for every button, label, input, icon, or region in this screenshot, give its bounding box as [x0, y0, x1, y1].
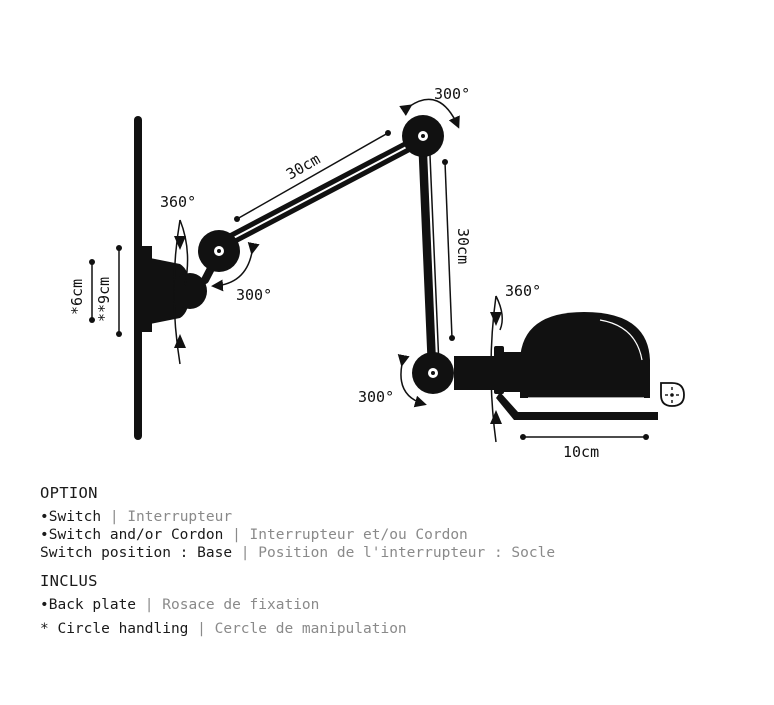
base-swivel-indicator: 360° [160, 193, 196, 365]
plate-dimensions: *6cm **9cm [68, 245, 122, 337]
separator: | [223, 527, 250, 543]
separator: | [101, 509, 128, 525]
swivel-shade-label: 360° [505, 282, 541, 300]
dimmable-bulb-icon [660, 382, 685, 407]
rot-bottom-label: 300° [358, 388, 394, 406]
swivel-base-label: 360° [160, 193, 196, 211]
arm-upper-label: 30cm [283, 150, 323, 184]
rot-base-joint-label: 300° [236, 286, 272, 304]
separator: | [188, 621, 215, 637]
inclus-heading: INCLUS [40, 572, 98, 590]
bullet: • [40, 509, 49, 525]
bullet: • [40, 597, 49, 613]
switch-position-fr: Position de l'interrupteur : Socle [258, 545, 556, 561]
plate-large-label: **9cm [95, 277, 113, 322]
lamp-diagram: *6cm **9cm 360° 30cm [68, 85, 685, 461]
arm-lower-label: 30cm [454, 228, 472, 264]
circle-handling-note: * Circle handling | Cercle de manipulati… [40, 620, 555, 638]
shade-width-label: 10cm [563, 443, 599, 461]
option-heading: OPTION [40, 484, 98, 502]
note-en: * Circle handling [40, 621, 189, 637]
wall-plate [134, 116, 207, 440]
option-item-fr: Interrupteur et/ou Cordon [249, 527, 468, 543]
plate-small-label: *6cm [68, 279, 86, 315]
specification-text: OPTION •Switch | Interrupteur •Switch an… [40, 484, 555, 638]
lamp-shade [454, 312, 658, 420]
option-item-en: Switch and/or Cordon [48, 527, 224, 543]
separator: | [136, 597, 163, 613]
option-item-switch-cordon: •Switch and/or Cordon | Interrupteur et/… [40, 526, 555, 544]
rot-top-label: 300° [434, 85, 470, 103]
bullet: • [40, 527, 49, 543]
inclus-item-fr: Rosace de fixation [162, 597, 320, 613]
option-item-en: Switch [48, 509, 102, 525]
inclus-item-back-plate: •Back plate | Rosace de fixation [40, 596, 555, 614]
separator: | [232, 545, 259, 561]
inclus-item-en: Back plate [48, 597, 137, 613]
shade-dimension: 10cm [520, 434, 649, 461]
option-item-fr: Interrupteur [127, 509, 233, 525]
switch-position: Switch position : Base | Position de l'i… [40, 544, 555, 562]
upper-arm-dimension: 30cm [234, 130, 391, 222]
option-item-switch: •Switch | Interrupteur [40, 508, 555, 526]
lower-arm [418, 132, 440, 378]
shade-swivel-indicator: 360° [490, 282, 541, 443]
rotation-indicators [211, 98, 460, 408]
note-fr: Cercle de manipulation [214, 621, 407, 637]
switch-position-en: Switch position : Base [40, 545, 233, 561]
arm-joint [198, 115, 454, 394]
lower-arm-dimension: 30cm [442, 159, 472, 341]
